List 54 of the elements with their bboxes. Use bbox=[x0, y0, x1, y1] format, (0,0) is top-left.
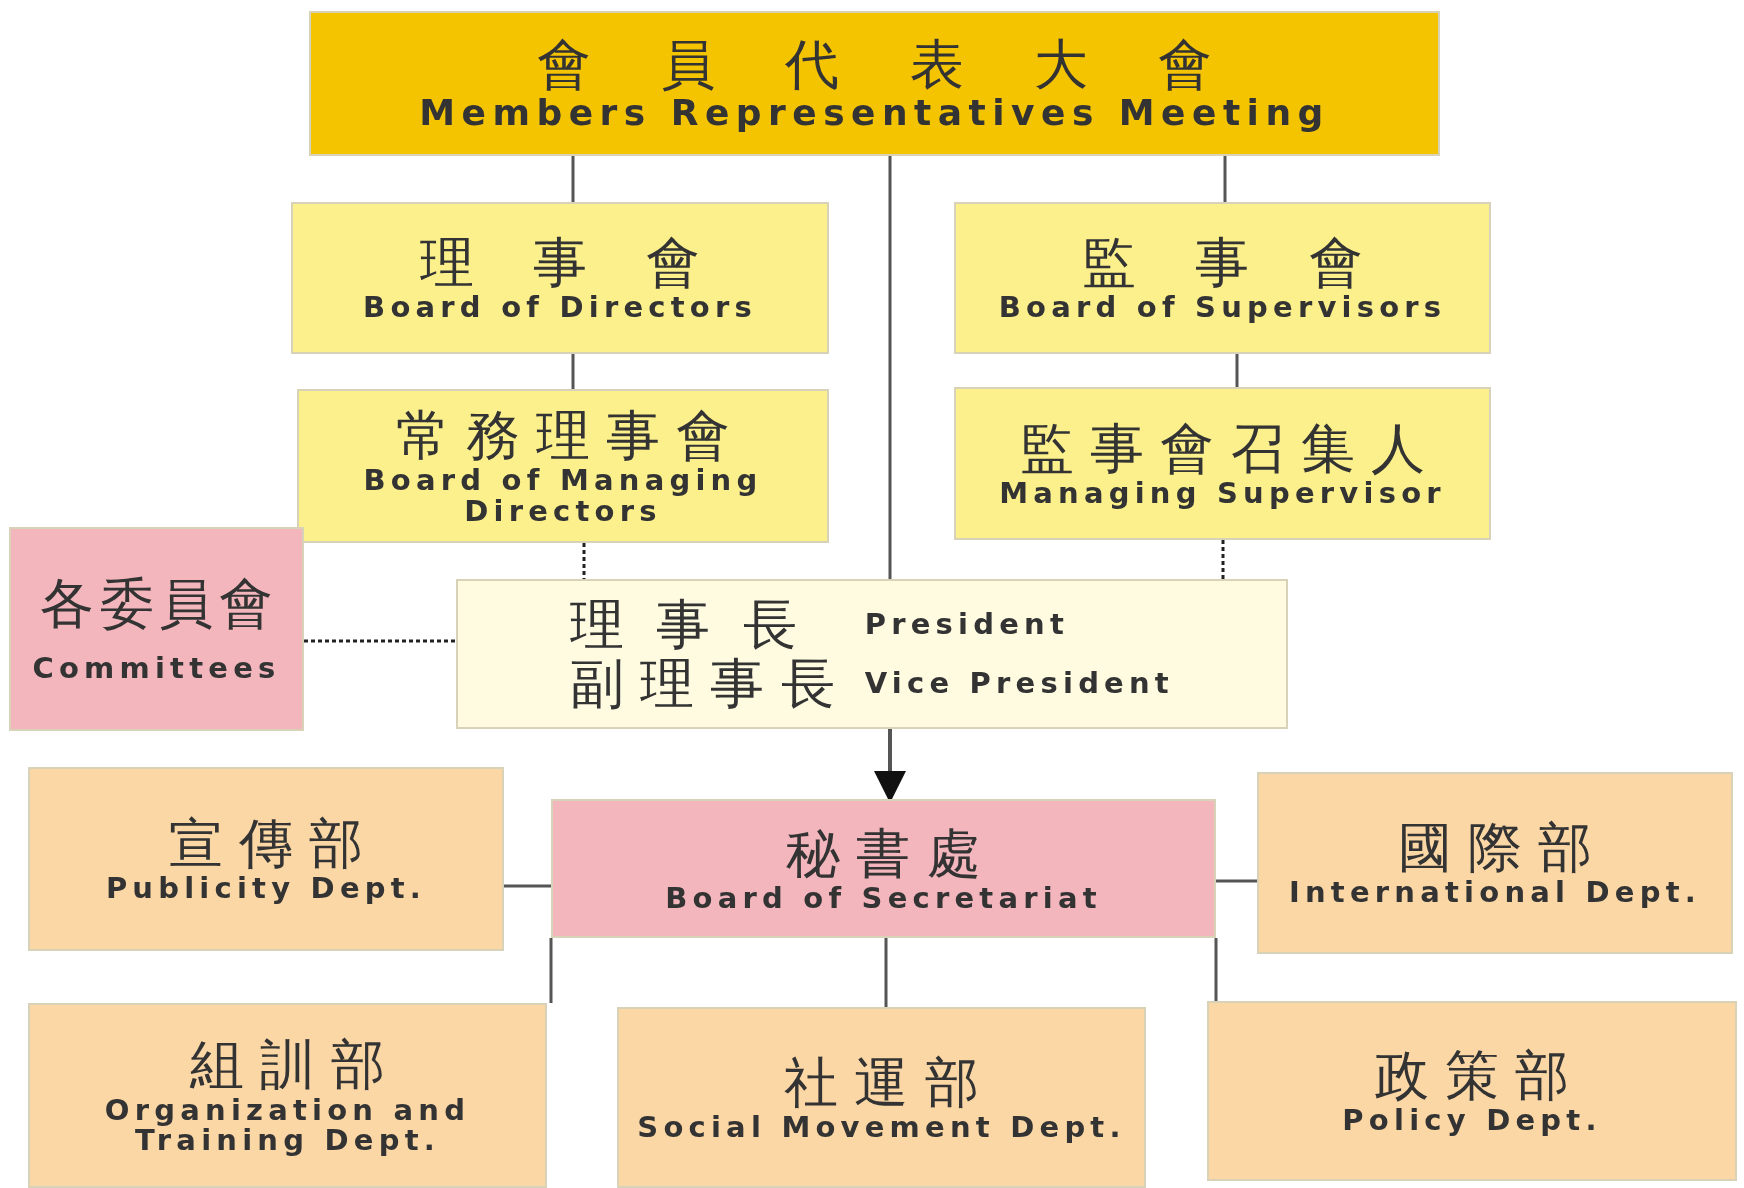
org-box bbox=[291, 202, 829, 354]
org-box bbox=[617, 1007, 1146, 1188]
chinese-title: 監事會召集人 bbox=[1020, 418, 1442, 478]
english-title: Board of Managing Directors bbox=[362, 465, 764, 527]
connector-line bbox=[1223, 156, 1227, 202]
english-title: Board of Secretariat bbox=[665, 882, 1102, 914]
english-title: President bbox=[864, 609, 1070, 640]
english-title: Social Movement Dept. bbox=[637, 1111, 1126, 1143]
chinese-title: 國際部 bbox=[1397, 818, 1609, 878]
org-box bbox=[551, 799, 1216, 938]
org-box bbox=[456, 579, 1288, 729]
english-title: International Dept. bbox=[1289, 877, 1701, 908]
org-box bbox=[309, 11, 1440, 156]
chinese-title: 秘書處 bbox=[786, 823, 997, 883]
english-title: Managing Supervisor bbox=[999, 477, 1446, 509]
english-title: Organization and Training Dept. bbox=[103, 1094, 472, 1156]
chinese-title: 副理事長 bbox=[570, 654, 851, 714]
chinese-title: 理事會 bbox=[419, 233, 760, 293]
connector-line bbox=[1235, 354, 1239, 387]
chinese-title: 政策部 bbox=[1374, 1046, 1586, 1106]
english-title: Committees bbox=[32, 653, 281, 684]
english-title: Members Representatives Meeting bbox=[419, 94, 1330, 133]
org-box bbox=[1207, 1001, 1737, 1181]
english-title: Publicity Dept. bbox=[105, 873, 427, 904]
chinese-title: 各委員會 bbox=[40, 574, 278, 634]
chinese-title: 社運部 bbox=[784, 1052, 995, 1112]
chinese-title: 監事會 bbox=[1082, 233, 1423, 293]
connector-line bbox=[888, 156, 892, 579]
english-title: Policy Dept. bbox=[1342, 1105, 1602, 1136]
connector-line bbox=[304, 639, 456, 643]
connector-line bbox=[504, 884, 551, 888]
chinese-title: 會員代表大會 bbox=[537, 34, 1283, 95]
org-box bbox=[28, 767, 504, 951]
org-box bbox=[297, 389, 829, 543]
chinese-title: 常務理事會 bbox=[395, 405, 747, 466]
english-title: Vice President bbox=[864, 668, 1174, 699]
org-box bbox=[954, 202, 1491, 354]
connector-line bbox=[571, 354, 575, 389]
connector-line bbox=[582, 543, 586, 579]
org-box bbox=[28, 1003, 547, 1188]
chinese-title: 理事長 bbox=[570, 594, 831, 654]
english-title: Board of Supervisors bbox=[998, 292, 1447, 323]
org-box bbox=[1257, 772, 1733, 954]
connector-line bbox=[571, 156, 575, 202]
org-box bbox=[954, 387, 1491, 540]
chinese-title: 宣傳部 bbox=[168, 814, 380, 874]
connector-line bbox=[884, 938, 888, 1007]
org-box bbox=[9, 527, 304, 731]
chinese-title: 組訓部 bbox=[190, 1035, 401, 1095]
english-title: Board of Directors bbox=[363, 292, 757, 323]
connector-line bbox=[1216, 879, 1257, 883]
connector-line bbox=[1221, 540, 1225, 579]
connector-line bbox=[549, 938, 553, 1003]
connector-line bbox=[1214, 938, 1218, 1001]
